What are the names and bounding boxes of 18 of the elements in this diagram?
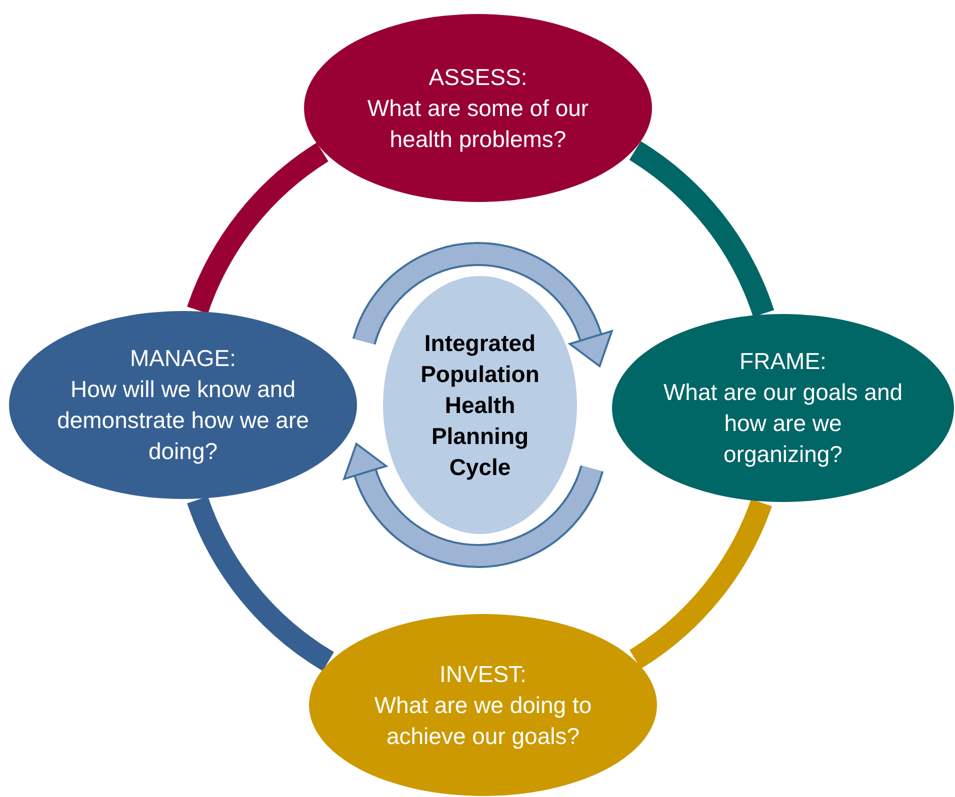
connector-line — [628, 141, 774, 318]
node-heading: INVEST: — [438, 660, 528, 688]
connector-line — [187, 143, 329, 314]
node-text: How will we know and demonstrate how we are doing? — [56, 375, 310, 466]
node-text: What are we doing to achieve our goals? — [373, 690, 593, 751]
ellipse-node — [308, 613, 658, 797]
node-text: What are our goals and how are we organizing? — [663, 378, 903, 469]
connector-line — [629, 498, 772, 668]
node-text: Integrated Population Health Planning Cycle — [420, 328, 540, 482]
node-heading: FRAME: — [738, 347, 828, 376]
ellipse-node — [8, 310, 358, 500]
connector-line — [187, 496, 334, 671]
node-text: What are some of our health problems? — [366, 94, 590, 154]
ellipse-node — [382, 275, 578, 535]
node-heading: ASSESS: — [428, 62, 528, 92]
node-heading: MANAGE: — [128, 344, 238, 373]
ellipse-node — [303, 13, 653, 203]
ellipse-node — [611, 313, 955, 503]
